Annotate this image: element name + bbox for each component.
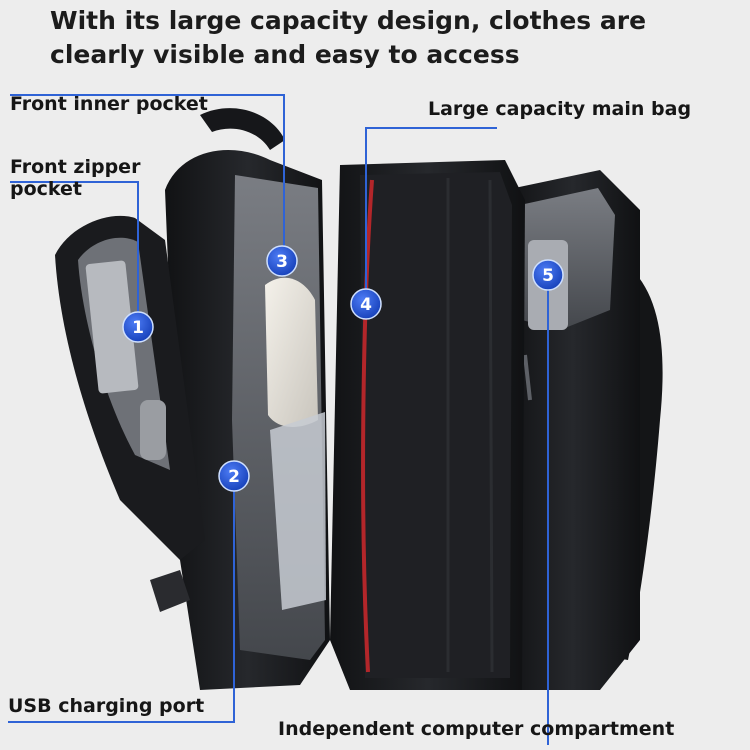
label-front-zipper-pocket: Front zipper pocket	[10, 156, 141, 200]
badge-3: 3	[266, 245, 298, 277]
leader-2	[8, 490, 235, 723]
headline: With its large capacity design, clothes …	[50, 6, 647, 69]
bottle-item	[140, 400, 166, 460]
label-independent-computer-compartment: Independent computer compartment	[278, 718, 675, 740]
label-usb-charging-port: USB charging port	[8, 695, 205, 717]
label-large-capacity-main-bag: Large capacity main bag	[428, 98, 692, 120]
buckle	[150, 570, 190, 612]
leader-3	[10, 94, 285, 248]
computer-compartment	[505, 170, 640, 690]
badge-5: 5	[532, 259, 564, 291]
badge-1-number: 1	[132, 318, 144, 338]
badge-2-number: 2	[228, 467, 240, 487]
badge-3-number: 3	[276, 252, 288, 272]
front-zipper-pocket	[55, 215, 205, 612]
badge-1: 1	[122, 311, 154, 343]
top-handle	[200, 108, 285, 150]
badge-4: 4	[350, 288, 382, 320]
main-compartment	[330, 160, 525, 690]
badge-4-number: 4	[360, 295, 372, 315]
front-inner-compartment	[165, 108, 330, 690]
label-front-inner-pocket: Front inner pocket	[10, 93, 208, 115]
red-zipper	[361, 179, 374, 673]
badge-2: 2	[218, 460, 250, 492]
leader-1	[10, 181, 139, 312]
notebook-item	[85, 260, 139, 394]
callout-lines	[8, 94, 549, 745]
mesh-pocket	[270, 412, 326, 610]
leader-4	[365, 127, 497, 290]
badge-5-number: 5	[542, 266, 554, 286]
folded-towel	[265, 277, 318, 427]
